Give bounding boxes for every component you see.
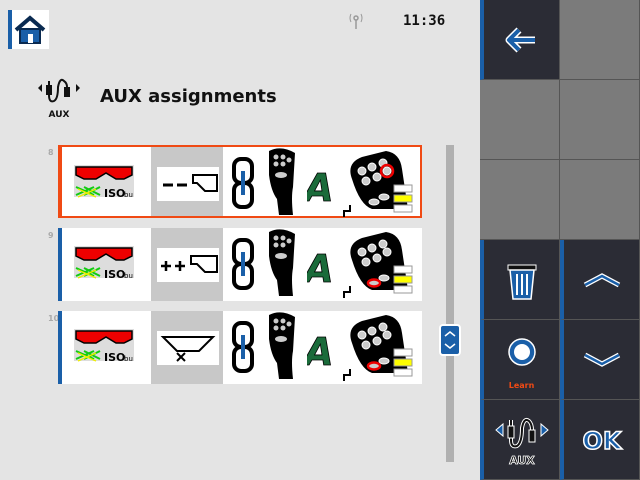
control-type-icon: A bbox=[307, 247, 331, 286]
handset-icon bbox=[343, 232, 413, 298]
svg-text:bu: bu bbox=[124, 355, 133, 363]
handset-icon bbox=[343, 151, 413, 217]
home-icon bbox=[14, 15, 46, 44]
up-button[interactable] bbox=[560, 240, 640, 320]
trash-icon bbox=[507, 264, 536, 300]
handset-icon bbox=[343, 315, 413, 381]
svg-text:A: A bbox=[307, 166, 331, 205]
function-cell bbox=[151, 228, 223, 301]
svg-text:A: A bbox=[307, 330, 331, 369]
empty-softkey bbox=[560, 80, 640, 160]
svg-text:AUX: AUX bbox=[49, 110, 70, 119]
chevron-down-icon bbox=[583, 352, 620, 367]
row-number: 8 bbox=[48, 148, 54, 157]
back-button[interactable] bbox=[480, 0, 560, 80]
joystick-icon bbox=[269, 229, 295, 296]
scroll-handle[interactable] bbox=[439, 324, 461, 356]
clock: 11:36 bbox=[403, 13, 446, 29]
page-title: AUX assignments bbox=[100, 86, 277, 107]
svg-text:bu: bu bbox=[124, 272, 133, 280]
chevron-up-icon bbox=[583, 272, 620, 287]
chain-link-icon bbox=[232, 157, 254, 209]
back-arrow-icon bbox=[505, 27, 535, 52]
section-off-icon bbox=[157, 167, 219, 201]
function-cell bbox=[151, 147, 223, 216]
scrollbar[interactable] bbox=[446, 145, 454, 462]
ok-icon: OK bbox=[581, 426, 623, 455]
home-button[interactable] bbox=[8, 10, 49, 49]
control-type-icon: A bbox=[307, 166, 331, 205]
delete-button[interactable] bbox=[480, 240, 560, 320]
chain-link-icon bbox=[232, 321, 254, 373]
svg-text:A: A bbox=[307, 247, 331, 286]
svg-text:ISO: ISO bbox=[104, 187, 125, 200]
svg-text:ISO: ISO bbox=[104, 268, 125, 281]
svg-text:OK: OK bbox=[582, 427, 622, 455]
joystick-icon bbox=[269, 312, 295, 379]
section-on-icon bbox=[157, 248, 219, 282]
record-icon bbox=[507, 337, 536, 366]
boom-off-icon bbox=[157, 331, 219, 365]
empty-softkey bbox=[480, 80, 560, 160]
learn-button[interactable]: Learn bbox=[480, 320, 560, 400]
svg-text:AUX: AUX bbox=[509, 454, 535, 467]
control-type-icon: A bbox=[307, 330, 331, 369]
svg-text:ISO: ISO bbox=[104, 351, 125, 364]
aux-icon: AUX bbox=[38, 78, 80, 119]
learn-label: Learn bbox=[508, 381, 535, 390]
signal-icon bbox=[349, 13, 363, 29]
chain-link-icon bbox=[232, 238, 254, 290]
empty-softkey bbox=[560, 160, 640, 240]
function-cell bbox=[151, 311, 223, 384]
aux-button[interactable]: AUX bbox=[480, 400, 560, 480]
aux-icon: AUX bbox=[494, 417, 549, 467]
ok-button[interactable]: OK bbox=[560, 400, 640, 480]
row-number: 9 bbox=[48, 231, 54, 240]
svg-text:bu: bu bbox=[124, 191, 133, 199]
down-button[interactable] bbox=[560, 320, 640, 400]
row-number: 10 bbox=[48, 314, 60, 323]
joystick-icon bbox=[269, 148, 295, 215]
empty-softkey bbox=[480, 160, 560, 240]
empty-softkey bbox=[560, 0, 640, 80]
